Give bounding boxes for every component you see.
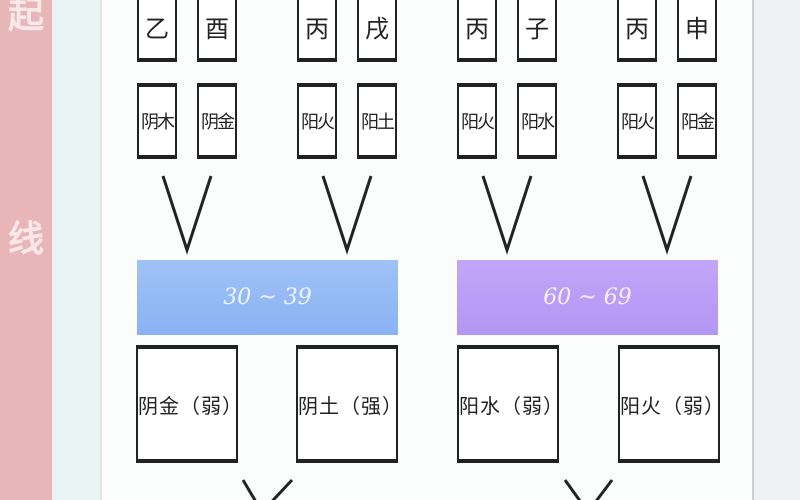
merge-v-icon	[641, 175, 693, 255]
element-box: 阳火	[297, 83, 337, 159]
stem-box: 酉	[197, 0, 237, 62]
right-margin-strip	[752, 0, 800, 500]
element-box: 阳火	[617, 83, 657, 159]
merge-v-icon	[481, 175, 533, 255]
result-box: 阴金（弱）	[136, 345, 242, 463]
stem-box: 丙	[457, 0, 497, 62]
merge-v-icon	[161, 175, 213, 255]
element-box: 阳水	[517, 83, 557, 159]
side-label-char: 线	[8, 218, 45, 260]
result-box: 阳火（弱）	[618, 345, 724, 463]
stem-box: 丙	[297, 0, 337, 62]
stem-box: 乙	[137, 0, 177, 62]
side-label-strip: 起 线	[0, 0, 52, 500]
element-box: 阳土	[357, 83, 397, 159]
stem-box: 申	[677, 0, 717, 62]
stem-box: 戌	[357, 0, 397, 62]
age-range-bar: 60 ~ 69	[457, 260, 718, 335]
left-margin-strip	[52, 0, 102, 500]
stem-box: 丙	[617, 0, 657, 62]
element-box: 阳火	[457, 83, 497, 159]
element-box: 阴金	[197, 83, 237, 159]
element-box: 阳金	[677, 83, 717, 159]
age-range-bar: 30 ~ 39	[137, 260, 398, 335]
stem-box: 子	[517, 0, 557, 62]
merge-v-icon	[321, 175, 373, 255]
result-box: 阴土（强）	[296, 345, 402, 463]
side-label-char: 起	[8, 0, 45, 36]
element-box: 阴木	[137, 83, 177, 159]
merge-v-icon	[563, 479, 614, 500]
merge-v-icon	[241, 478, 294, 500]
result-box: 阳水（弱）	[457, 345, 563, 463]
